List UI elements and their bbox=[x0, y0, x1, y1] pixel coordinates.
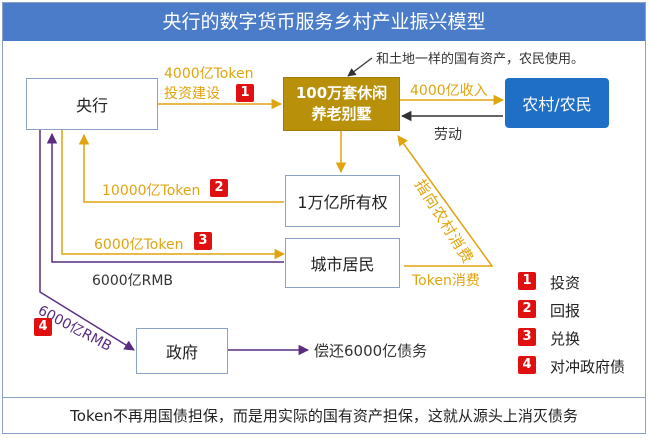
villa-node: 100万套休闲 养老别墅 bbox=[283, 77, 400, 131]
arrow-return bbox=[78, 133, 284, 203]
land-note: 和土地一样的国有资产，农民使用。 bbox=[376, 52, 585, 67]
arrow-land-note bbox=[347, 57, 373, 77]
rural-node: 农村/农民 bbox=[505, 78, 609, 128]
income-label: 4000亿收入 bbox=[410, 83, 488, 99]
badge-3: 3 bbox=[194, 232, 212, 250]
arrow-rmb-urban bbox=[46, 132, 284, 263]
ownership-node: 1万亿所有权 bbox=[285, 175, 400, 227]
badge-2: 2 bbox=[210, 179, 228, 197]
central-bank-node: 央行 bbox=[26, 78, 158, 130]
gov-node: 政府 bbox=[136, 328, 228, 374]
legend-badge-4: 4 bbox=[518, 356, 536, 374]
rmb-urban-label: 6000亿RMB bbox=[92, 273, 174, 289]
diagram-footer: Token不再用国债担保，而是用实际的国有资产担保，这就从源头上消灭债务 bbox=[3, 397, 645, 434]
legend-label-3: 兑换 bbox=[550, 330, 581, 348]
arrow-token-consume bbox=[397, 135, 494, 267]
legend-label-1: 投资 bbox=[550, 274, 581, 292]
badge-1: 1 bbox=[236, 84, 254, 102]
legend-label-2: 回报 bbox=[550, 302, 581, 320]
legend-badge-2: 2 bbox=[518, 300, 536, 318]
diagram-title: 央行的数字货币服务乡村产业振兴模型 bbox=[3, 3, 645, 41]
return-label: 10000亿Token bbox=[102, 183, 201, 199]
arrow-exchange bbox=[61, 130, 286, 260]
labor-label: 劳动 bbox=[434, 127, 462, 143]
exchange-label: 6000亿Token bbox=[94, 237, 184, 253]
legend-label-4: 对冲政府债 bbox=[550, 358, 626, 376]
token-consume-label: Token消费 bbox=[412, 273, 480, 289]
debt-label: 偿还6000亿债务 bbox=[314, 342, 428, 360]
legend-badge-1: 1 bbox=[518, 272, 536, 290]
urban-node: 城市居民 bbox=[285, 238, 400, 288]
invest-amount-label: 4000亿Token bbox=[164, 66, 254, 82]
legend-badge-3: 3 bbox=[518, 328, 536, 346]
arrow-rmb-gov bbox=[39, 130, 135, 351]
invest-label: 投资建设 bbox=[164, 86, 220, 102]
badge-4: 4 bbox=[34, 318, 52, 336]
